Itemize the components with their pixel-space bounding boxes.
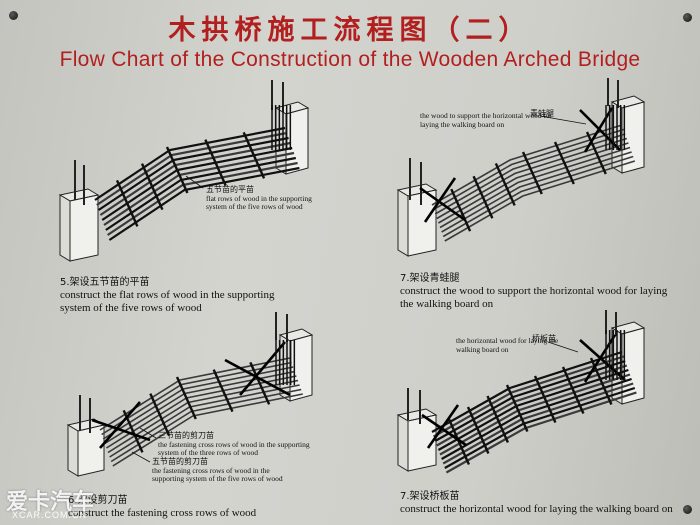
d-arch-tie-6 — [561, 366, 585, 414]
c-arch-log-8 — [112, 393, 303, 467]
screw-bottom-right-icon — [683, 505, 692, 514]
d-arch-log-8 — [444, 386, 636, 469]
a-arch-tie-5 — [242, 131, 266, 179]
title-chinese: 木拱桥施工流程图（二） — [168, 15, 532, 46]
b-arch-tie-1 — [450, 188, 472, 232]
b-arch-log-6 — [441, 151, 632, 233]
d-arch-tie-4 — [505, 384, 529, 432]
a-arch-log-8 — [108, 166, 300, 241]
caption-step-6: 6.架设剪刀苗 construct the fastening cross ro… — [68, 495, 257, 519]
c-arch-tie-4 — [212, 369, 234, 413]
b-label-leader — [539, 115, 587, 125]
d-frog-left-b — [426, 404, 460, 449]
b-arch-tie-2 — [472, 175, 494, 219]
a-arch-tie-1 — [115, 179, 139, 227]
title-english: Flow Chart of the Construction of the Wo… — [59, 48, 641, 71]
d-arch-log-0 — [431, 350, 623, 433]
b-right-abutment-side — [621, 101, 645, 174]
caption-step-7a: 7.架设青蛙腿 construct the wood to support th… — [400, 273, 668, 310]
b-arch-log-4 — [438, 142, 629, 224]
c-scissor-left-b — [99, 401, 141, 449]
screw-top-left-icon — [9, 11, 18, 20]
b-arch-log-0 — [431, 124, 623, 206]
b-frog-left-a — [419, 186, 466, 222]
label-five-rows-cross: 五节苗的剪刀苗 the fastening cross rows of wood… — [152, 457, 283, 483]
a-arch-tie-4 — [204, 139, 227, 187]
d-arch-log-9 — [445, 391, 637, 474]
b-arch-log-3 — [436, 137, 628, 220]
b-arch-tie-6 — [585, 131, 607, 175]
watermark-logo: 爱卡汽车 — [6, 490, 95, 515]
label-frog-leg: 青蛙腿 the wood to support the horizontal w… — [420, 109, 554, 129]
c-arch-log-0 — [99, 357, 291, 431]
a-label-leader — [185, 175, 204, 189]
d-frog-left-a — [421, 413, 467, 447]
caption-step-5: 5.架设五节苗的平苗 construct the flat rows of wo… — [60, 277, 275, 314]
c-scissor-left-a — [91, 418, 151, 442]
b-arch-tie-5 — [553, 141, 575, 185]
a-arch-tie-3 — [165, 146, 189, 194]
d-arch-tie-3 — [486, 395, 509, 443]
label-five-rows-flat: 五节苗的平苗 flat rows of wood in the supporti… — [206, 185, 312, 211]
screw-top-right-icon — [683, 13, 692, 22]
c-arch-tie-5 — [249, 361, 271, 405]
c-label-leader-1 — [139, 427, 157, 439]
b-frog-left-b — [423, 177, 457, 223]
caption-step-7b: 7.架设桥板苗 construct the horizontal wood fo… — [400, 491, 673, 515]
b-arch-log-7 — [442, 155, 634, 238]
c-arch-tie-3 — [175, 376, 197, 420]
c-left-abutment-side — [77, 424, 105, 477]
d-arch-tie-2 — [466, 406, 490, 454]
d-left-abutment-front — [397, 414, 409, 472]
a-left-abutment-front — [59, 194, 71, 262]
b-left-abutment-front — [397, 189, 409, 257]
c-arch-tie-2 — [149, 393, 171, 437]
c-label-leader-2 — [131, 451, 151, 463]
b-arch-log-5 — [439, 146, 631, 229]
watermark-site: XCAR.COM.CN — [12, 510, 88, 520]
a-arch-log-0 — [94, 126, 286, 201]
c-left-abutment-front — [67, 424, 79, 477]
b-arch-tie-3 — [494, 162, 516, 206]
label-deck-beam: 桥板苗 the horizontal wood for laying the w… — [456, 334, 559, 354]
d-label-leader — [547, 341, 579, 353]
a-left-abutment-side — [69, 194, 99, 262]
label-three-rows-cross: 三节苗的剪刀苗 the fastening cross rows of wood… — [158, 431, 310, 457]
d-arch-tie-5 — [533, 375, 557, 423]
b-arch-log-8 — [444, 160, 636, 242]
b-arch-log-1 — [433, 128, 624, 211]
b-frog-right-b — [583, 107, 614, 153]
c-scissor-right-b — [239, 341, 286, 396]
b-arch-tie-4 — [521, 151, 543, 195]
c-scissor-right-a — [224, 358, 291, 397]
a-arch-tie-2 — [140, 163, 164, 211]
